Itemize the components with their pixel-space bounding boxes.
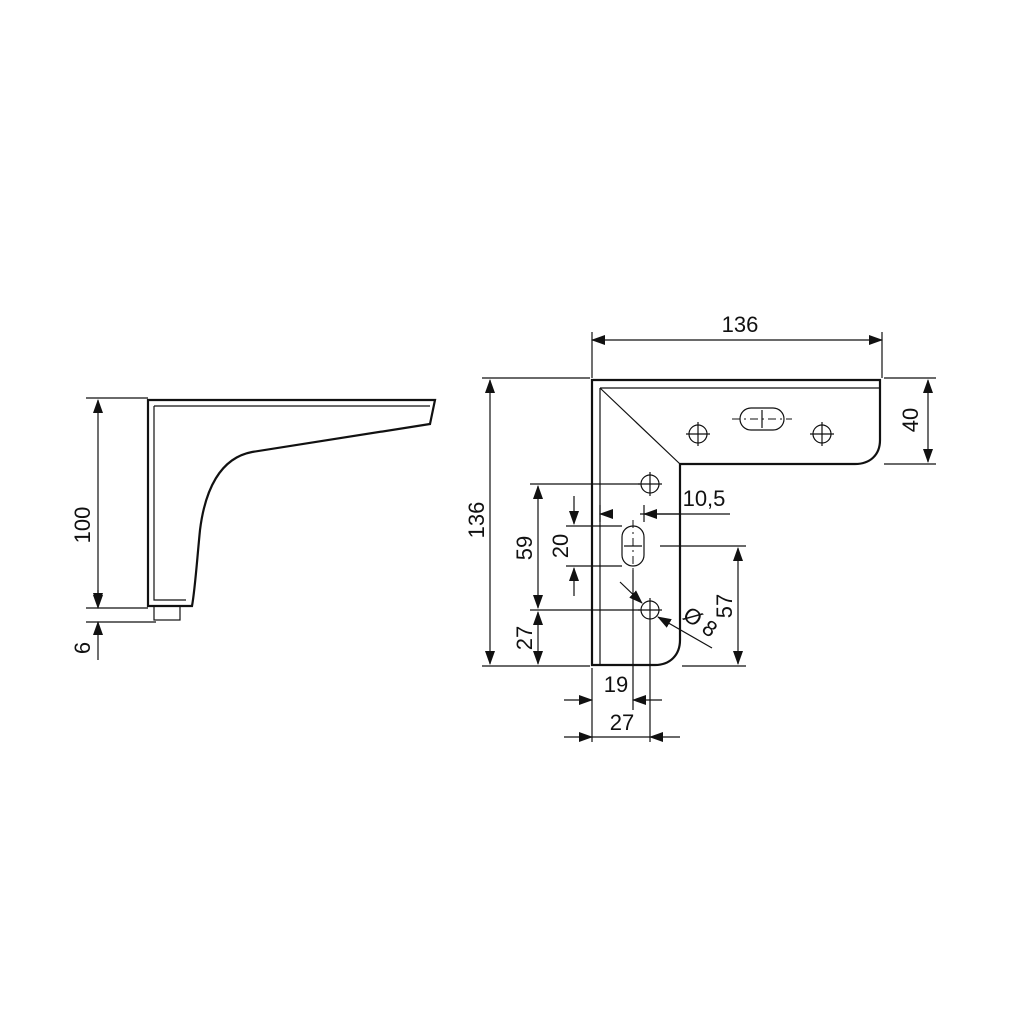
side-view-foot [153,605,181,621]
dim-label-hole-x-27: 27 [610,710,634,735]
dim-label-slot-height: 57 [712,594,737,618]
dim-label-overall-height: 136 [464,502,489,539]
dim-label-hole-spacing: 59 [512,536,537,560]
hole [638,598,662,622]
dim-leader-dia-a [619,581,643,604]
hole [810,422,834,446]
front-view-fold-line [599,387,880,665]
side-view-outline [146,398,437,608]
dim-label-slot-length: 20 [548,534,573,558]
dim-label-hole-x-19: 19 [604,672,628,697]
dim-label-foot: 6 [70,642,95,654]
side-view-inner-line [153,405,430,601]
dim-label-top-plate-height: 40 [898,408,923,432]
dim-label-offset: 10,5 [683,486,726,511]
slot [621,520,645,572]
hole [686,422,710,446]
slot [732,407,792,431]
hole [638,472,662,496]
front-view-outline [590,378,882,667]
side-view: 100 6 [70,397,437,660]
front-view: 136 136 40 10,5 59 20 27 [464,312,936,742]
dim-label-height: 100 [70,507,95,544]
dim-label-lower-hole-height: 27 [512,626,537,650]
dim-leader-dia-b [657,616,713,649]
dim-label-overall-width: 136 [722,312,759,337]
